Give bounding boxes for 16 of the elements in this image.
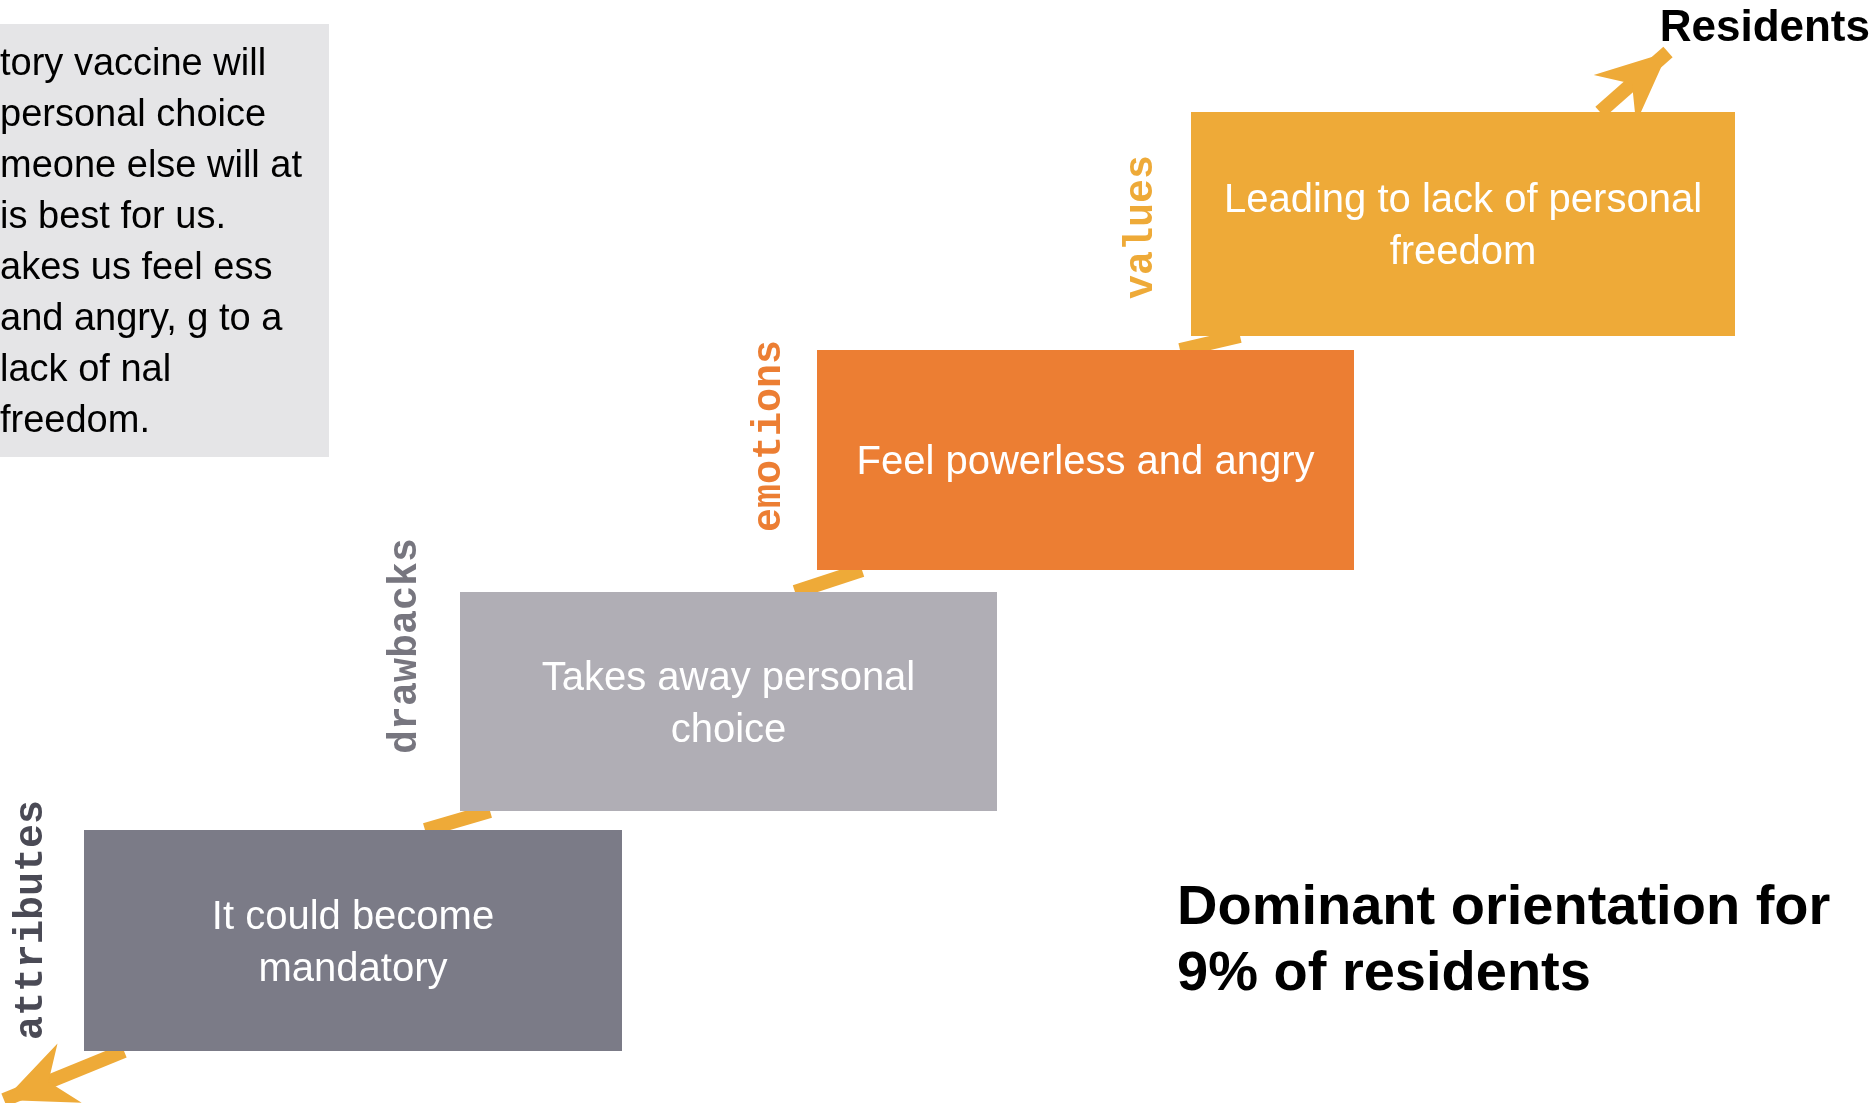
level-label: drawbacks (386, 538, 426, 755)
step-box (1191, 112, 1735, 336)
summary-heading: Dominant orientation for 9% of residents (1177, 872, 1832, 1004)
step-text: It could become mandatory (210, 891, 496, 991)
end-label: Residents (1620, 0, 1870, 52)
step-text: Feel powerless and angry (856, 437, 1315, 484)
step-text: Takes away personal choice (540, 652, 917, 752)
step-box (460, 592, 997, 811)
step-box (84, 830, 622, 1051)
arrow (1, 1043, 127, 1103)
step-box (817, 350, 1354, 570)
level-label: emotions (750, 340, 790, 533)
step-text: Leading to lack of personal freedom (1222, 175, 1704, 274)
quote-text: tory vaccine will personal choice meone else will at is best for us. akes us feel ess and angry, g to a lack of nal freedom. (0, 39, 304, 442)
level-label: attributes (12, 800, 52, 1041)
level-label: values (1122, 155, 1162, 300)
